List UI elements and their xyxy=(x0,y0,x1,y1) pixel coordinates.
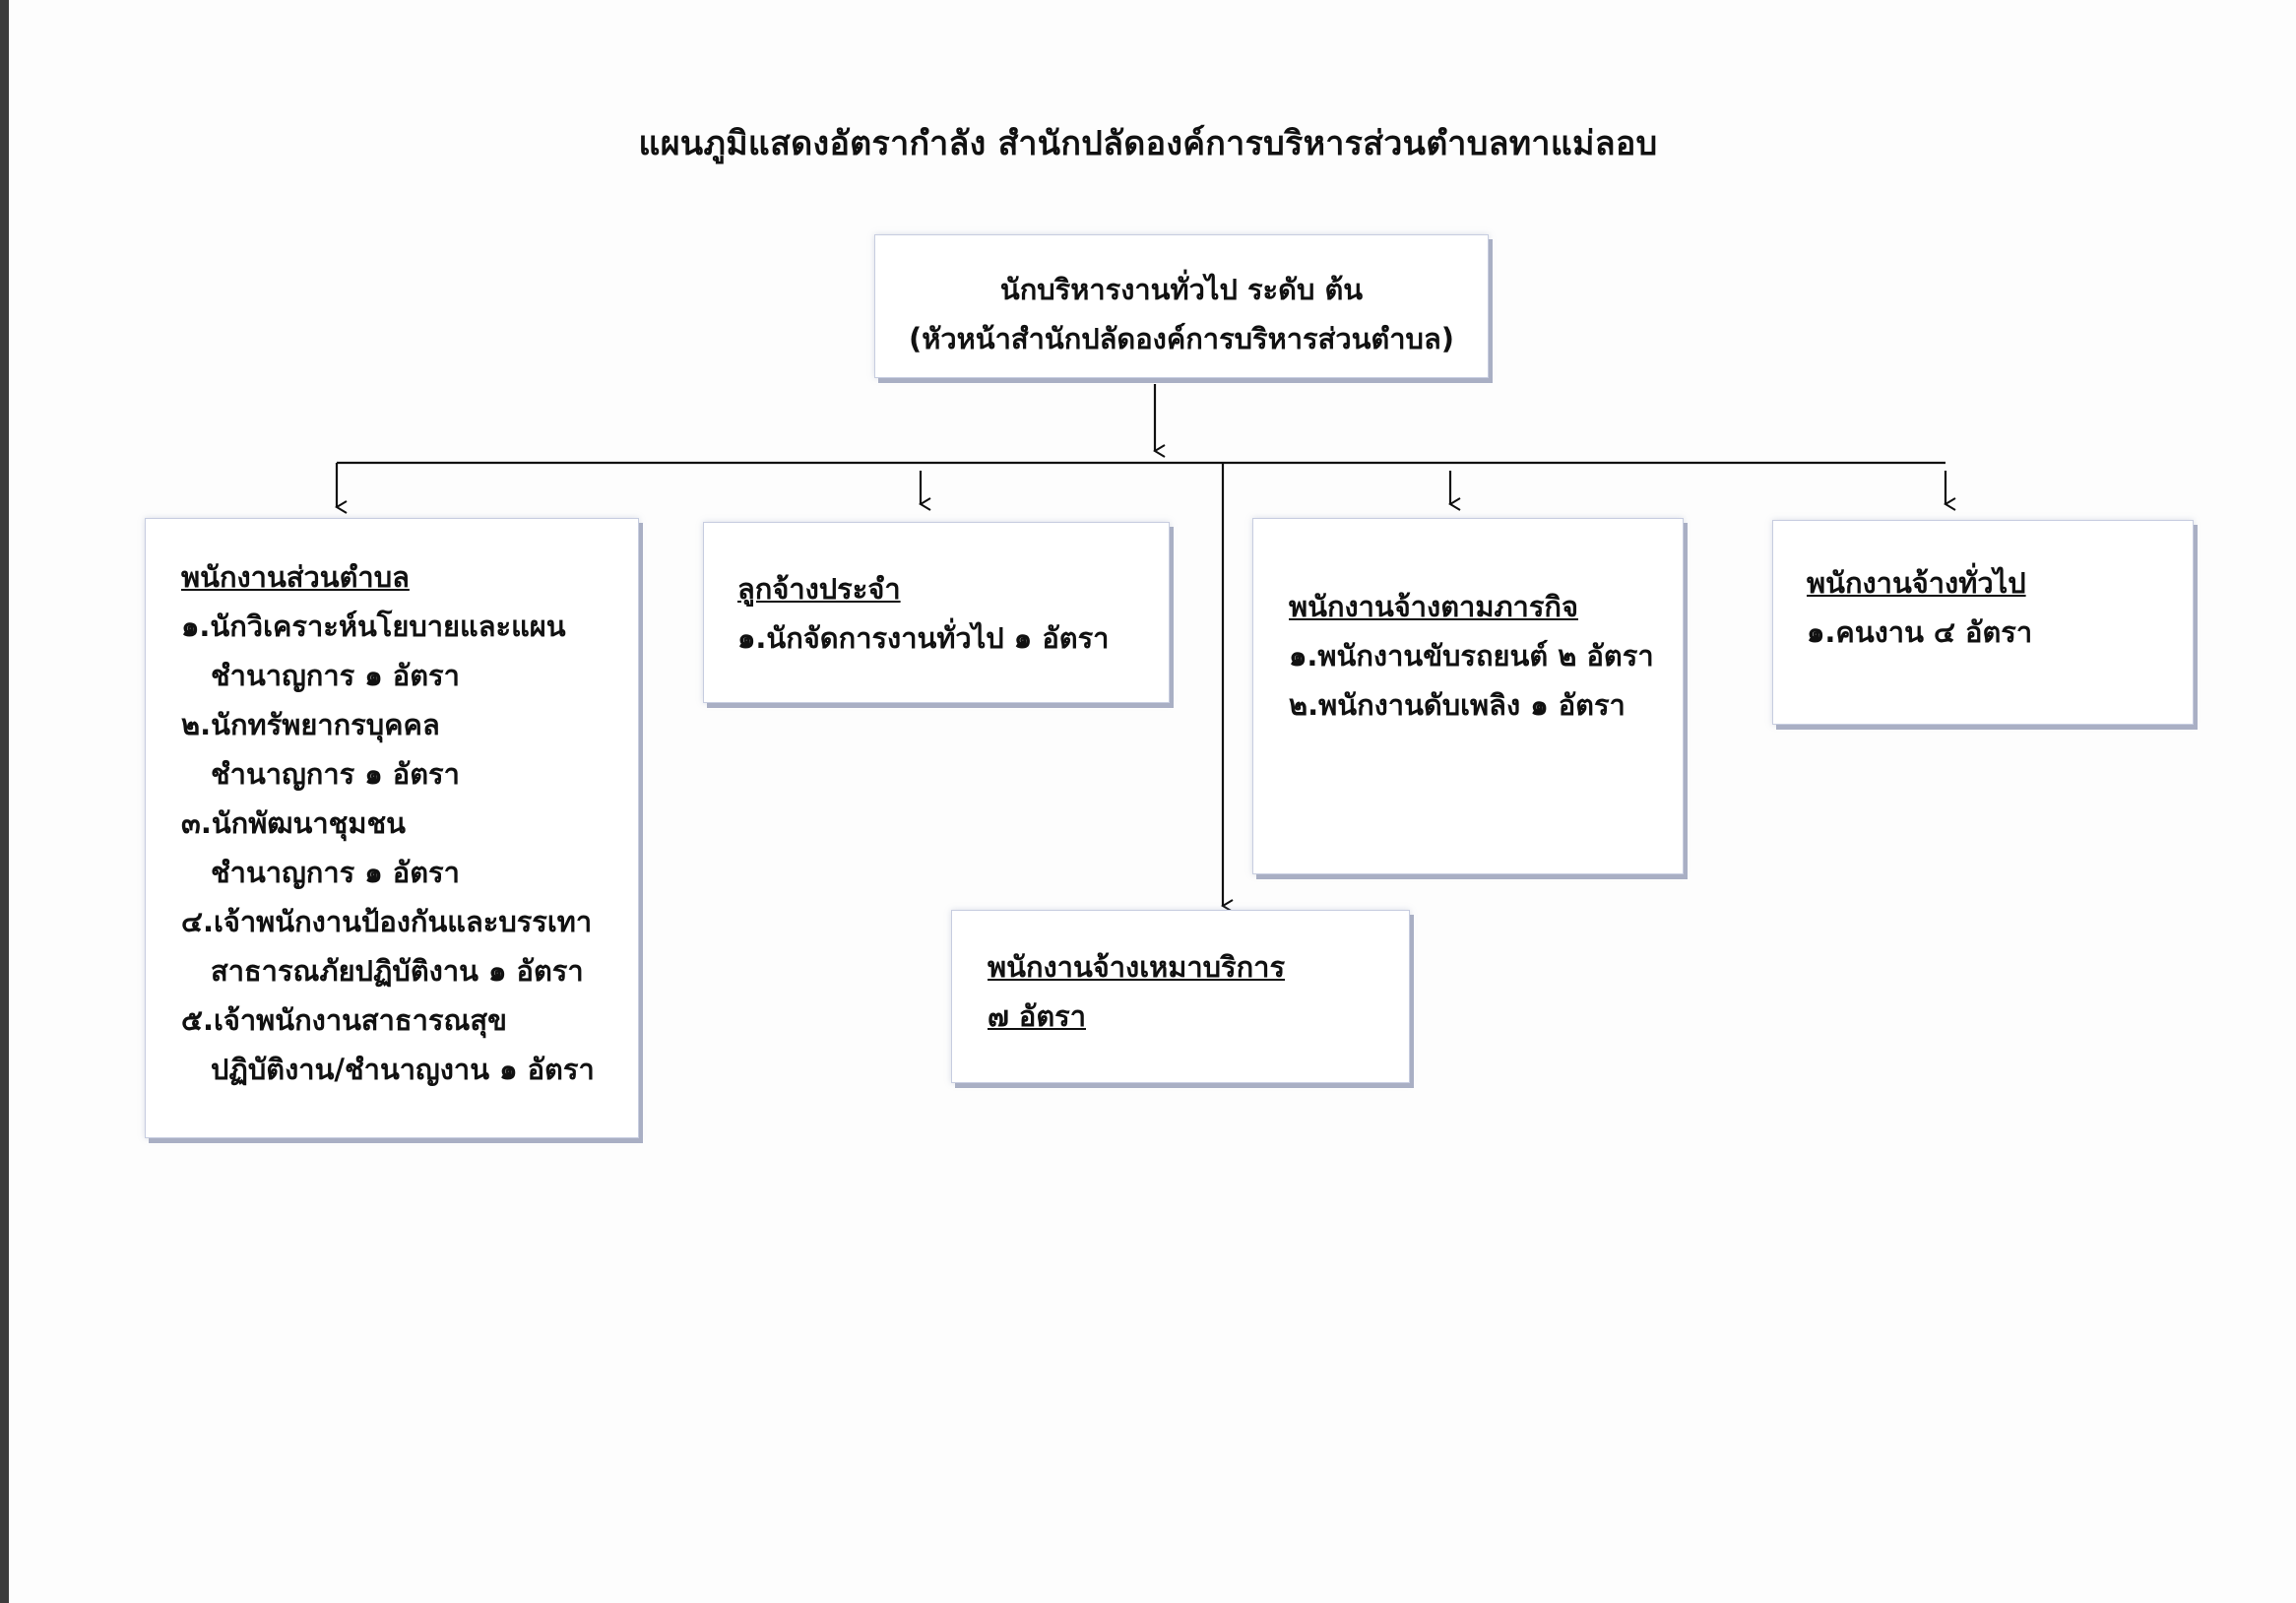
service-contract-heading: พนักงานจ้างเหมาบริการ xyxy=(988,950,1286,984)
list-item: ๒.นักทรัพยากรบุคคล xyxy=(181,708,440,741)
list-item: ๑.พนักงานขับรถยนต์ ๒ อัตรา xyxy=(1289,639,1654,673)
contract-mission-box: พนักงานจ้างตามภารกิจ ๑.พนักงานขับรถยนต์ … xyxy=(1252,518,1684,874)
list-item: ชำนาญการ ๑ อัตรา xyxy=(211,757,460,791)
list-item: สาธารณภัยปฏิบัติงาน ๑ อัตรา xyxy=(211,954,584,988)
list-item: ๕.เจ้าพนักงานสาธารณสุข xyxy=(181,1003,507,1037)
head-position-box: นักบริหารงานทั่วไป ระดับ ต้น (หัวหน้าสำน… xyxy=(874,234,1489,378)
permanent-employee-heading: ลูกจ้างประจำ xyxy=(737,572,901,606)
general-employee-heading: พนักงานจ้างทั่วไป xyxy=(1807,566,2026,600)
list-item: ๑.นักวิเคราะห์นโยบายและแผน xyxy=(181,609,566,643)
contract-mission-heading: พนักงานจ้างตามภารกิจ xyxy=(1289,590,1578,623)
scan-edge xyxy=(0,0,9,1603)
general-employee-box: พนักงานจ้างทั่วไป ๑.คนงาน ๔ อัตรา xyxy=(1772,520,2194,725)
head-subtitle: (หัวหน้าสำนักปลัดองค์การบริหารส่วนตำบล) xyxy=(909,322,1454,355)
subdistrict-staff-heading: พนักงานส่วนตำบล xyxy=(181,560,410,594)
list-item: ๔.เจ้าพนักงานป้องกันและบรรเทา xyxy=(181,905,593,938)
list-item: ๑.คนงาน ๔ อัตรา xyxy=(1807,615,2033,649)
list-item: ๒.พนักงานดับเพลิง ๑ อัตรา xyxy=(1289,688,1626,722)
chart-title: แผนภูมิแสดงอัตรากำลัง สำนักปลัดองค์การบร… xyxy=(638,124,1658,163)
list-item: ๓.นักพัฒนาชุมชน xyxy=(181,806,406,840)
list-item: ปฏิบัติงาน/ชำนาญงาน ๑ อัตรา xyxy=(211,1053,595,1086)
permanent-employee-box: ลูกจ้างประจำ ๑.นักจัดการงานทั่วไป ๑ อัตร… xyxy=(703,522,1170,703)
head-title: นักบริหารงานทั่วไป ระดับ ต้น xyxy=(999,273,1364,306)
list-item: ชำนาญการ ๑ อัตรา xyxy=(211,856,460,889)
service-contract-box: พนักงานจ้างเหมาบริการ ๗ อัตรา xyxy=(951,910,1410,1083)
list-item: ๑.นักจัดการงานทั่วไป ๑ อัตรา xyxy=(737,621,1110,655)
service-contract-count: ๗ อัตรา xyxy=(988,999,1087,1033)
subdistrict-staff-box: พนักงานส่วนตำบล ๑.นักวิเคราะห์นโยบายและแ… xyxy=(145,518,639,1138)
list-item: ชำนาญการ ๑ อัตรา xyxy=(211,659,460,692)
